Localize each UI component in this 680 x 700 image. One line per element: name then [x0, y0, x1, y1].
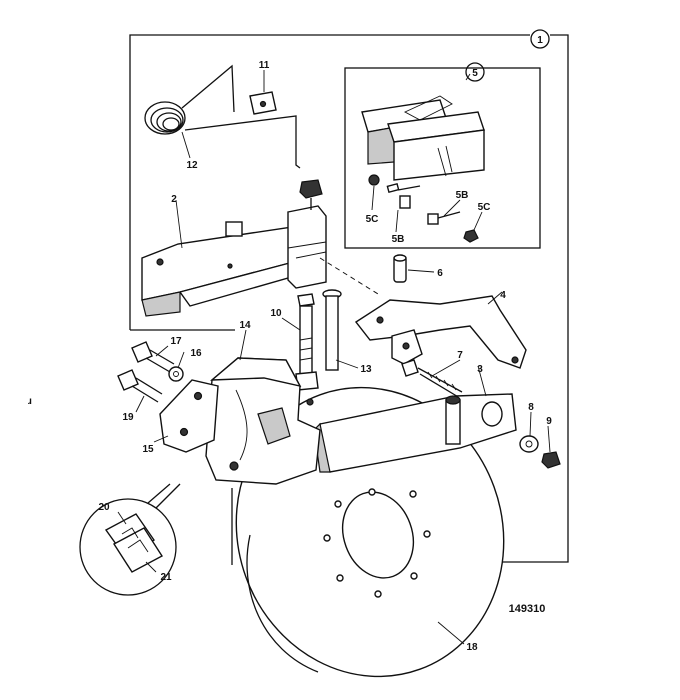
callout-label-18: 18 [466, 642, 478, 653]
actuator-arm [354, 295, 527, 369]
callout-label-15: 15 [142, 444, 154, 455]
callout-labels: 2 3 4 5C 5B 5B 5C 6 7 8 9 10 11 12 13 14… [98, 60, 552, 653]
callout-label-13: 13 [360, 364, 372, 375]
callout-label-21: 21 [160, 572, 172, 583]
bolt-10 [295, 293, 319, 391]
mounting-bracket [159, 379, 219, 453]
callout-label-8: 8 [528, 402, 534, 413]
shim-detail [79, 483, 181, 596]
callout-label-9: 9 [546, 416, 552, 427]
callout-label-5c-left: 5C [366, 214, 379, 225]
clevis-rod-end [391, 329, 423, 377]
callout-label-12: 12 [186, 160, 198, 171]
callout-label-3: 3 [477, 364, 483, 375]
callout-label-1: 1 [537, 35, 543, 46]
figure-number: 149310 [509, 603, 546, 615]
bolt-19 [117, 369, 163, 403]
assembly-outline [129, 34, 569, 565]
callout-label-10: 10 [270, 308, 282, 319]
callout-label-4: 4 [500, 290, 506, 301]
pad-kit-inset [344, 67, 541, 249]
adjuster-bolt-7 [417, 367, 463, 399]
callout-1: 1 [530, 29, 550, 49]
washer-8 [519, 435, 539, 453]
lower-lever-arm [313, 393, 517, 473]
washer-16 [168, 366, 184, 382]
callout-label-2: 2 [171, 194, 177, 205]
spring-clip [249, 91, 277, 115]
leader-lines [117, 70, 551, 645]
callout-label-5b-left: 5B [392, 234, 405, 245]
pin-13 [322, 289, 342, 371]
callout-label-17: 17 [170, 336, 182, 347]
callout-label-6: 6 [437, 268, 443, 279]
callout-label-7: 7 [457, 350, 463, 361]
callout-label-11: 11 [259, 60, 270, 71]
callout-label-14: 14 [239, 320, 251, 331]
return-spring [144, 64, 301, 169]
callout-label-5c-right: 5C [478, 202, 491, 213]
callout-label-20: 20 [98, 502, 110, 513]
nut-9 [541, 451, 561, 469]
callout-label-16: 16 [190, 348, 202, 359]
callout-label-5b-right: 5B [456, 190, 469, 201]
callout-5: 5 [465, 62, 485, 82]
caliper-body [205, 357, 321, 485]
pin-6 [393, 254, 407, 283]
bolt-17 [131, 341, 175, 373]
callout-label-19: 19 [122, 412, 134, 423]
callout-label-5: 5 [472, 68, 478, 79]
margin-mark: ɹ [28, 396, 32, 407]
upper-lever-arm [141, 179, 327, 317]
